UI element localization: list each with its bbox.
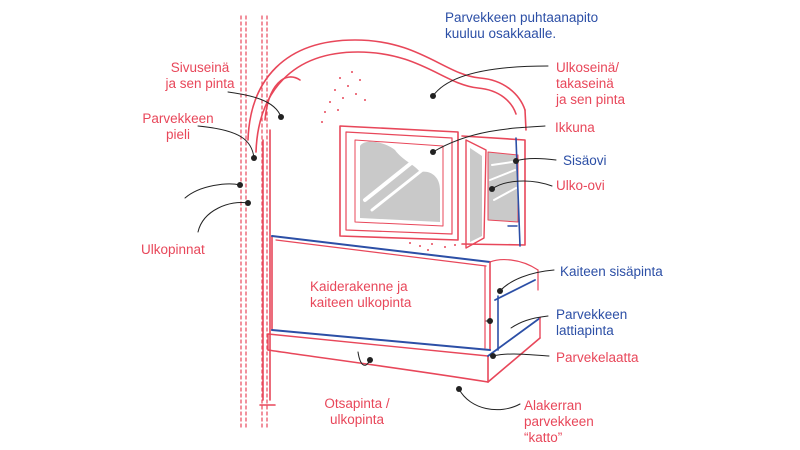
wall-speckles (321, 71, 456, 251)
slab-drawing (267, 317, 541, 383)
label-kaiderakenne: Kaiderakenne ja kaiteen ulkopinta (310, 279, 412, 310)
railing-drawing (271, 235, 539, 351)
label-kaiteen-sisapinta: Kaiteen sisäpinta (560, 264, 663, 279)
label-sisaovi: Sisäovi (563, 153, 607, 168)
leader-dots (237, 93, 519, 392)
label-lattiapinta: Parvekkeen lattiapinta (556, 307, 628, 338)
label-otsapinta: Otsapinta / ulkopinta (324, 396, 390, 427)
label-alakerran: Alakerran parvekkeen “katto” (524, 398, 594, 445)
label-ulkopinnat: Ulkopinnat (141, 242, 205, 257)
label-ikkuna: Ikkuna (555, 120, 595, 135)
maintenance-note: Parvekkeen puhtaanapito kuuluu osakkaall… (445, 10, 599, 41)
label-parvekelaatta: Parvekelaatta (556, 350, 639, 365)
door-drawing (461, 135, 526, 249)
label-pieli: Parvekkeen pieli (142, 111, 214, 142)
window-drawing (339, 125, 459, 241)
label-ulkoovi: Ulko-ovi (556, 178, 605, 193)
leader-lines (184, 65, 557, 411)
balcony-arch (247, 39, 527, 406)
label-sivuseina: Sivuseinä ja sen pinta (165, 60, 235, 91)
label-ulkoseina: Ulkoseinä/ takaseinä ja sen pinta (556, 60, 626, 107)
